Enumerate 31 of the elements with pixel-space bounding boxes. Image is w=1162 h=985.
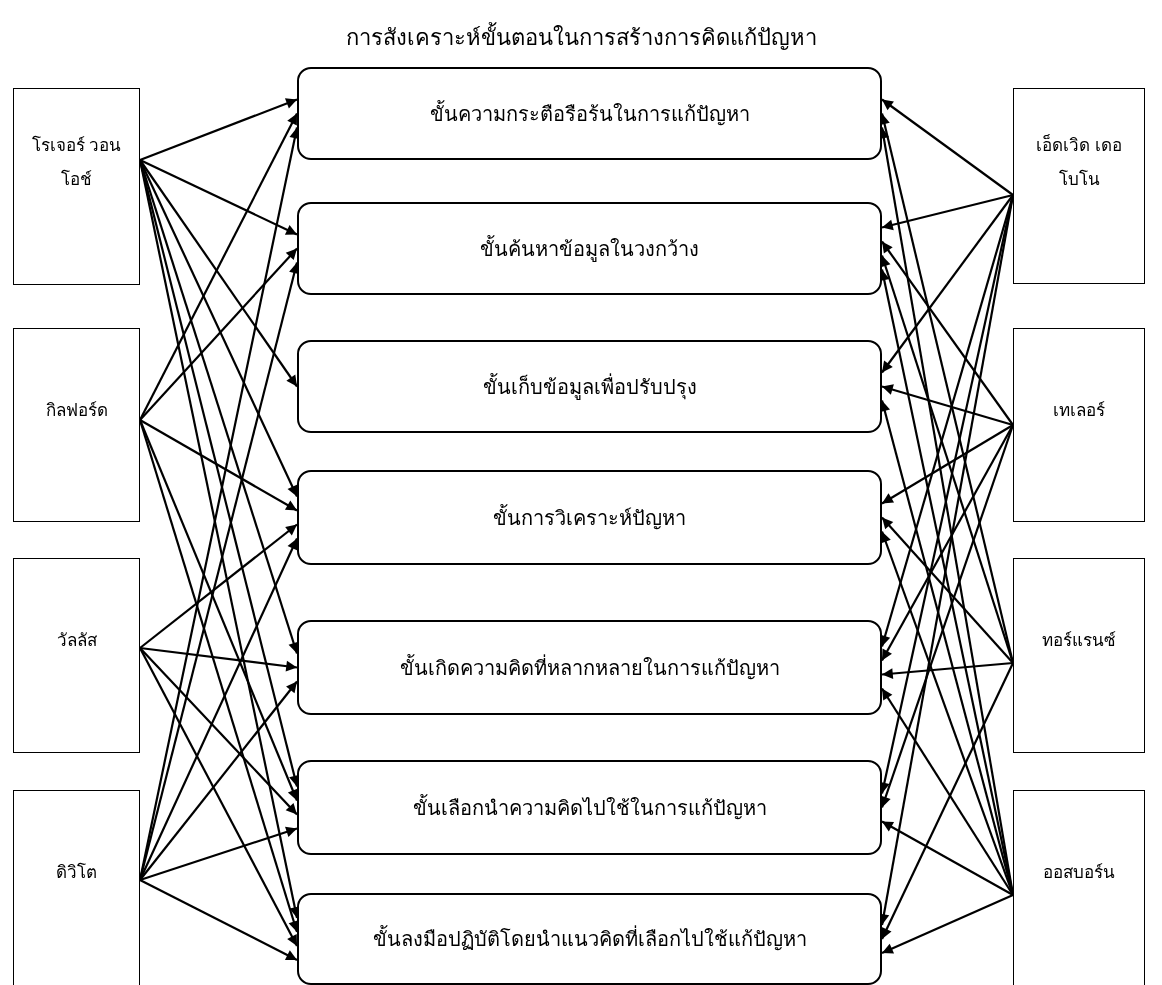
step-box <box>297 340 882 433</box>
theorist-name: กิลฟอร์ด <box>44 400 109 422</box>
theorist-box <box>13 790 140 985</box>
step-box <box>297 202 882 295</box>
theorist-box <box>1013 328 1145 522</box>
step-text: ขั้นการวิเคราะห์ปัญหา <box>493 504 686 531</box>
step-box <box>297 620 882 715</box>
step-text: ขั้นเลือกนำความคิดไปใช้ในการแก้ปัญหา <box>412 794 767 821</box>
step-box <box>297 470 882 565</box>
step-text: ขั้นเก็บข้อมูลเพื่อปรับปรุง <box>482 373 697 400</box>
step-box <box>297 760 882 855</box>
step-box <box>297 893 882 985</box>
theorist-box <box>13 558 140 753</box>
step-text: ขั้นเกิดความคิดที่หลากหลายในการแก้ปัญหา <box>399 654 780 681</box>
step-text: ขั้นค้นหาข้อมูลในวงกว้าง <box>480 235 699 262</box>
diagram-title: การสังเคราะห์ขั้นตอนในการสร้างการคิดแก้ปัญหา <box>0 20 1162 55</box>
theorist-name: เอ็ดเวิด เดอ โบโน <box>1035 133 1123 191</box>
theorist-name: ดิวิโต <box>55 861 98 884</box>
step-text: ขั้นความกระตือรือร้นในการแก้ปัญหา <box>429 100 750 127</box>
theorist-box <box>13 328 140 522</box>
theorist-box <box>1013 88 1145 284</box>
step-box <box>297 67 882 160</box>
theorist-name: เทเลอร์ <box>1052 400 1106 422</box>
theorist-name: ทอร์แรนซ์ <box>1041 630 1117 652</box>
theorist-name: โรเจอร์ วอนโอช์ <box>30 134 123 191</box>
step-text: ขั้นลงมือปฏิบัติโดยนำแนวคิดที่เลือกไปใช้แก้ปัญหา <box>372 926 807 952</box>
theorist-name: ออสบอร์น <box>1042 862 1116 884</box>
theorist-box <box>13 88 140 285</box>
theorist-box <box>1013 558 1145 753</box>
theorist-box <box>1013 790 1145 985</box>
theorist-name: วัลลัส <box>55 630 98 652</box>
